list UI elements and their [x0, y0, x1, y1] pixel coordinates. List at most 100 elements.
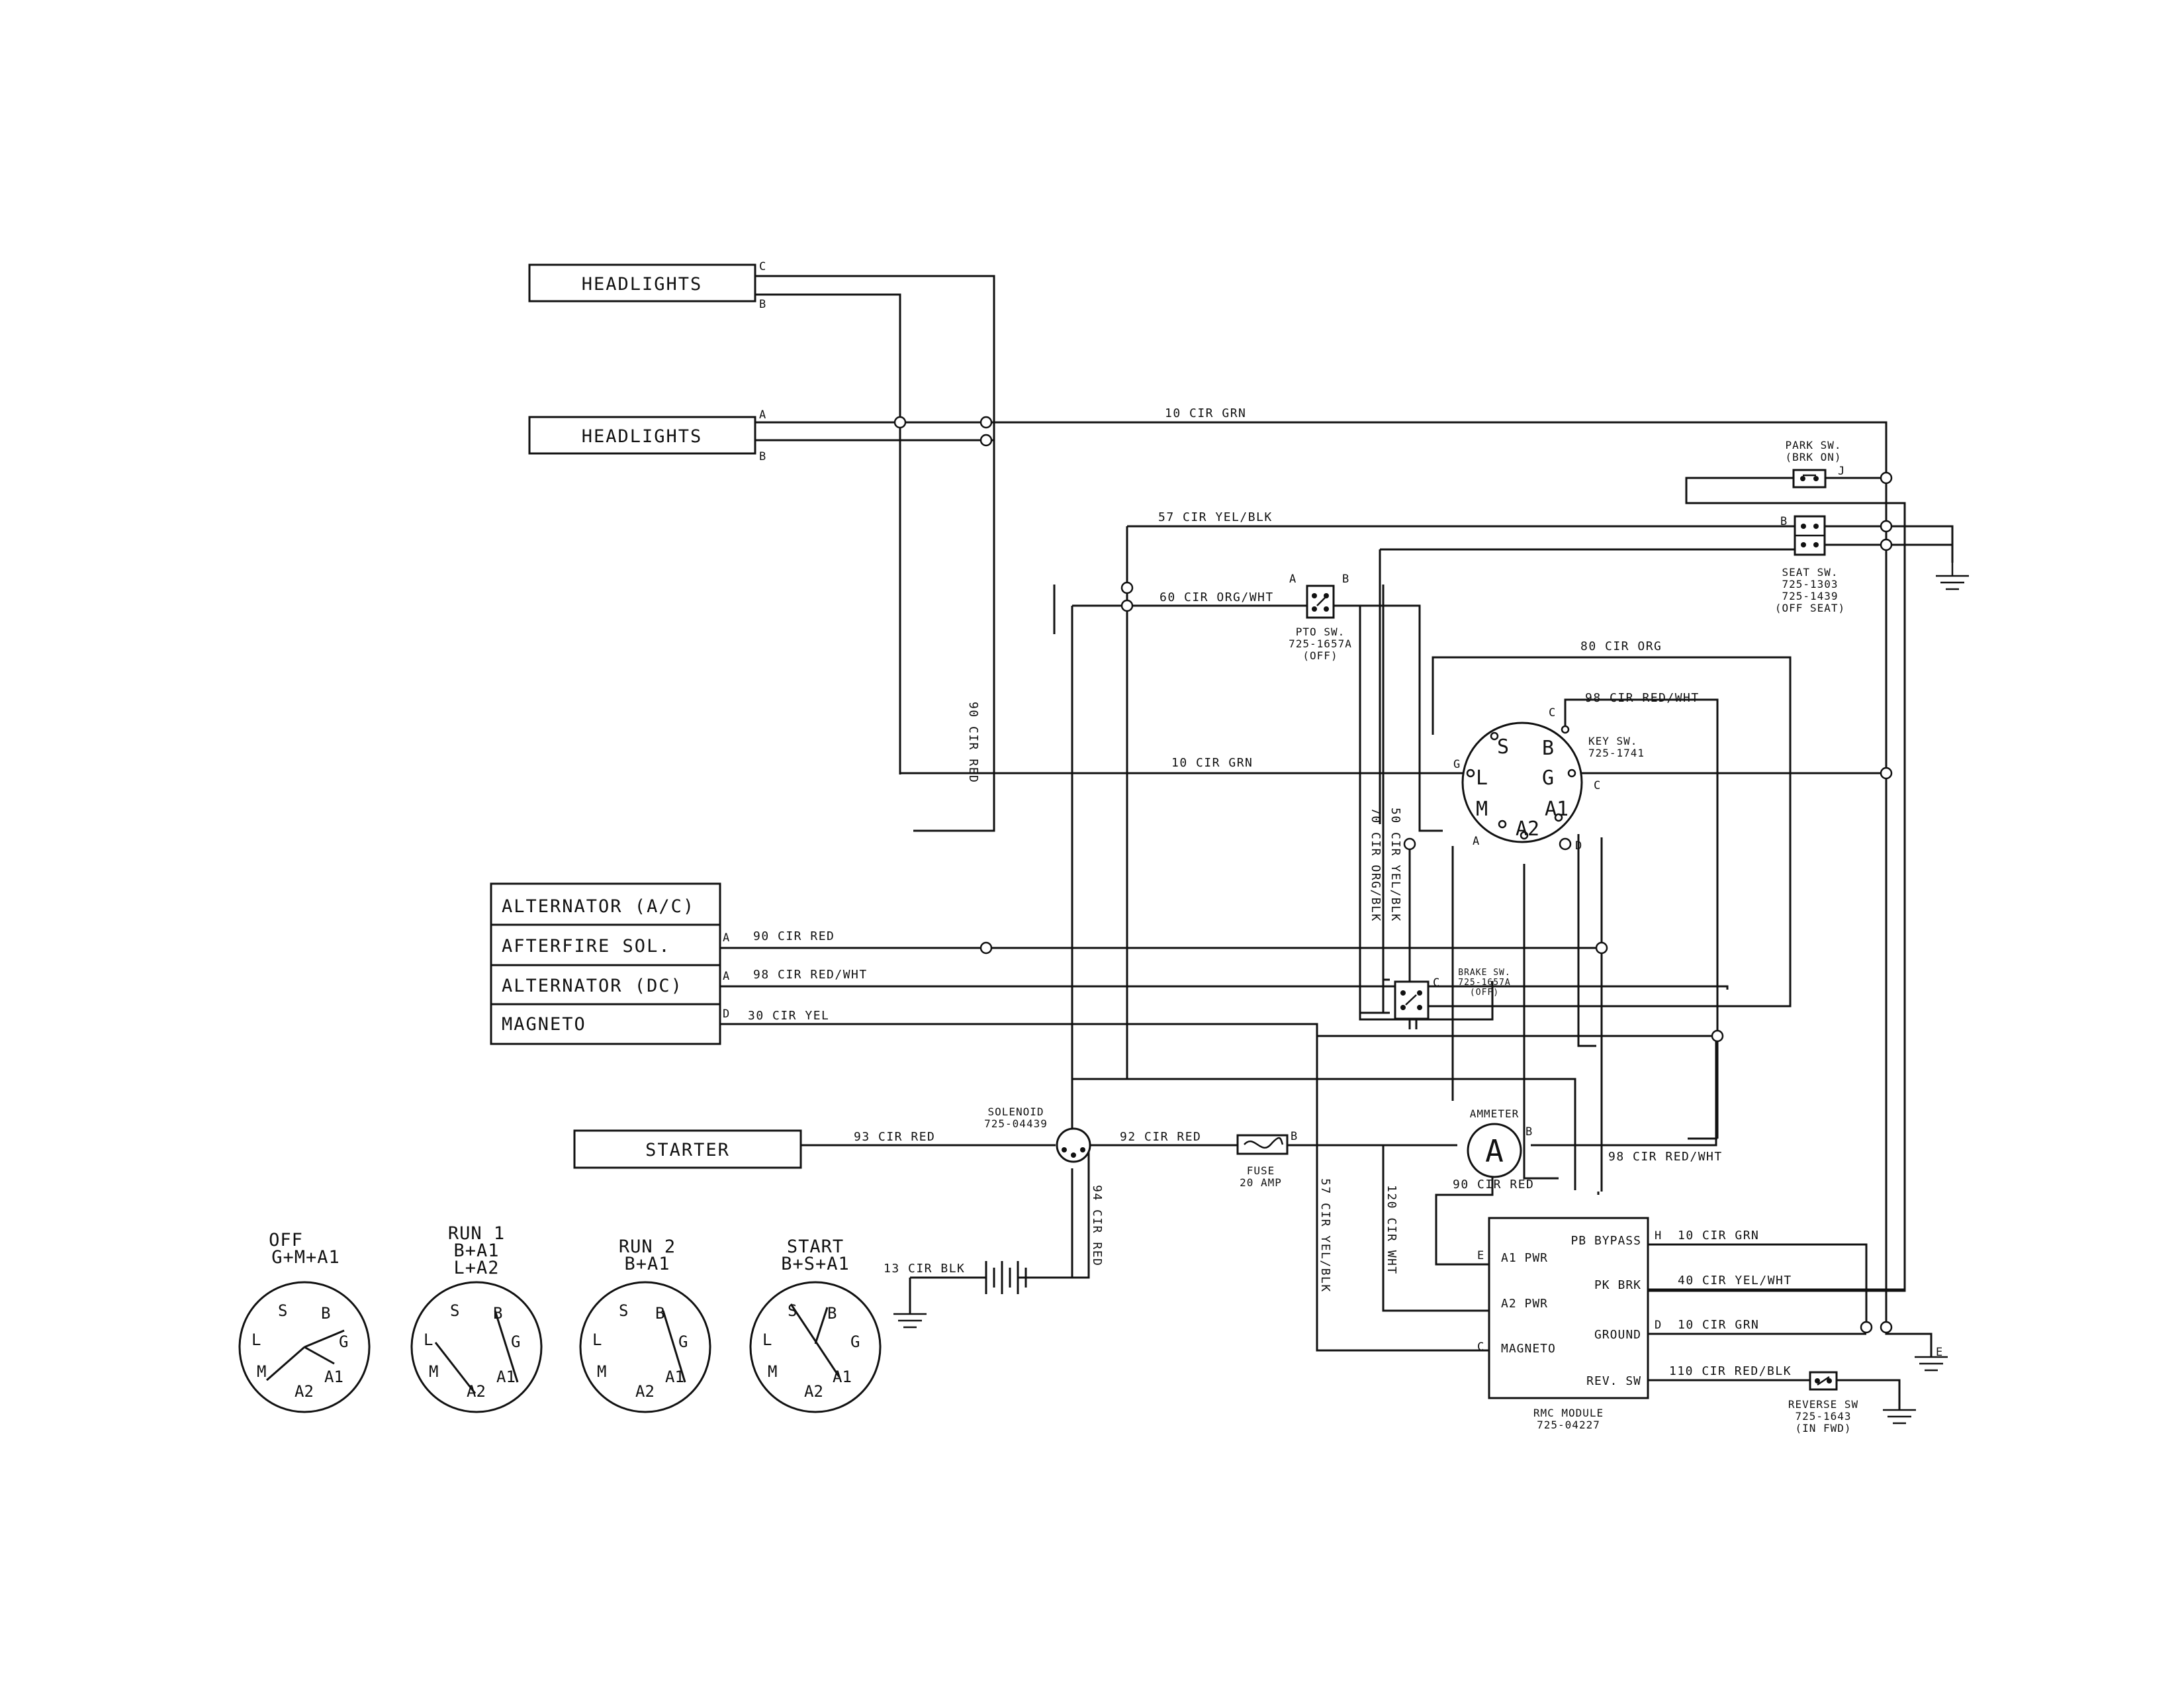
- reverse-sw-label: REVERSE SW: [1788, 1398, 1858, 1411]
- pin-rmc-c: C: [1477, 1340, 1484, 1354]
- key-term-l: L: [1476, 767, 1488, 790]
- pin-amm-b: B: [1525, 1125, 1532, 1139]
- wire-30: 30 CIR YEL: [748, 1009, 829, 1023]
- fuse-rating: 20 AMP: [1240, 1176, 1282, 1189]
- wire-40: 40 CIR YEL/WHT: [1678, 1274, 1792, 1288]
- headlights-bottom-label: HEADLIGHTS: [582, 426, 703, 447]
- pos-run2-g: G: [678, 1333, 688, 1351]
- pin-rmc-e: E: [1477, 1249, 1484, 1262]
- key-term-s: S: [1497, 735, 1509, 759]
- key-sw-label: KEY SW.: [1588, 735, 1637, 747]
- ground-seat: [1936, 563, 1969, 590]
- pos-start-l: L: [762, 1331, 772, 1349]
- key-position-off: OFF G+M+A1 S B L G M A1 A2: [238, 1230, 371, 1413]
- solenoid-label: SOLENOID: [987, 1105, 1044, 1118]
- pos-off-a2: A2: [295, 1382, 314, 1401]
- pos-run2-title: RUN 2: [619, 1237, 676, 1257]
- park-sw-sub: (BRK ON): [1785, 451, 1841, 463]
- pos-off-m: M: [257, 1362, 266, 1381]
- pos-start-a2: A2: [804, 1382, 823, 1401]
- pos-start-combo: B+S+A1: [781, 1254, 850, 1274]
- wire-labels: 10 CIR GRN 57 CIR YEL/BLK 60 CIR ORG/WHT…: [748, 406, 1792, 1378]
- key-term-m: M: [1476, 798, 1488, 821]
- headlights-bottom-box: HEADLIGHTS: [528, 416, 756, 455]
- key-position-run2: RUN 2 B+A1 S B L G M A1 A2: [579, 1237, 711, 1413]
- reverse-sw-part: 725-1643: [1795, 1410, 1851, 1423]
- pos-start-a1: A1: [833, 1368, 852, 1386]
- brake-sw-label: BRAKE SW.: [1458, 968, 1510, 978]
- pin-mag-d: D: [723, 1008, 729, 1021]
- rmc-pk-brk: PK BRK: [1594, 1278, 1641, 1292]
- pin-hl1-c: C: [759, 260, 766, 273]
- key-sw-part: 725-1741: [1588, 747, 1645, 759]
- wire-92: 92 CIR RED: [1120, 1130, 1201, 1144]
- pos-start-g: G: [850, 1333, 860, 1351]
- brake-sw-part: 725-1657A: [1458, 978, 1510, 988]
- pos-run1-g: G: [511, 1333, 520, 1351]
- pin-labels: C B A B A A D J B A B C B B C G C A D H …: [723, 260, 1942, 1359]
- pin-aft-a: A: [723, 931, 729, 945]
- afterfire-sol-label: AFTERFIRE SOL.: [502, 936, 671, 957]
- rmc-part: 725-04227: [1537, 1419, 1600, 1431]
- reverse-switch: REVERSE SW 725-1643 (IN FWD): [1788, 1371, 1858, 1434]
- seat-sw-state: (OFF SEAT): [1775, 602, 1845, 614]
- pin-fuse-b: B: [1291, 1130, 1297, 1143]
- key-term-a2: A2: [1516, 818, 1539, 841]
- wire-60: 60 CIR ORG/WHT: [1160, 590, 1274, 604]
- pos-run1-b: B: [493, 1304, 502, 1323]
- pos-run2-a1: A1: [665, 1368, 684, 1386]
- pos-start-title: START: [787, 1237, 844, 1257]
- wire-98-top: 98 CIR RED/WHT: [1585, 691, 1700, 705]
- pin-brake-c: C: [1433, 976, 1439, 990]
- wire-93: 93 CIR RED: [854, 1130, 935, 1144]
- pos-run1-l: L: [424, 1331, 433, 1349]
- pto-sw-label: PTO SW.: [1296, 626, 1345, 638]
- pos-start-m: M: [768, 1362, 777, 1381]
- pin-hl1-b: B: [759, 298, 766, 311]
- starter-box: STARTER: [573, 1129, 802, 1169]
- pos-off-l: L: [251, 1331, 261, 1349]
- wire-10-top: 10 CIR GRN: [1165, 406, 1246, 420]
- pto-switch: PTO SW. 725-1657A (OFF): [1289, 585, 1352, 662]
- rmc-magneto: MAGNETO: [1501, 1342, 1556, 1356]
- pin-key-c2: C: [1594, 779, 1600, 792]
- pin-key-c1: C: [1549, 706, 1555, 720]
- brake-sw-state: (OFF): [1470, 988, 1499, 998]
- pos-off-title: OFF: [269, 1230, 303, 1250]
- pos-run2-combo: B+A1: [624, 1254, 670, 1274]
- pos-run1-title: RUN 1: [448, 1223, 505, 1244]
- pos-off-combo: G+M+A1: [271, 1247, 340, 1268]
- pos-run2-m: M: [597, 1362, 606, 1381]
- key-term-a1: A1: [1545, 798, 1569, 821]
- pin-pto-b: B: [1342, 573, 1349, 586]
- ground-symbols: [893, 563, 1969, 1425]
- pos-off-a1: A1: [324, 1368, 343, 1386]
- connector-block: ALTERNATOR (A/C) AFTERFIRE SOL. ALTERNAT…: [490, 882, 721, 1045]
- fuse: FUSE 20 AMP: [1236, 1134, 1289, 1189]
- pto-sw-part: 725-1657A: [1289, 637, 1352, 650]
- seat-sw-part-2: 725-1439: [1782, 590, 1838, 602]
- key-switch: S B G L M A2 A1 KEY SW. 725-1741: [1461, 722, 1645, 843]
- rmc-pb-bypass: PB BYPASS: [1570, 1234, 1641, 1248]
- rmc-ground: GROUND: [1594, 1328, 1641, 1342]
- fuse-label: FUSE: [1247, 1164, 1275, 1177]
- reverse-sw-state: (IN FWD): [1795, 1422, 1851, 1434]
- junction-nodes: [893, 416, 1893, 1334]
- pos-run2-l: L: [592, 1331, 602, 1349]
- pin-key-d: D: [1575, 839, 1582, 853]
- pos-run1-a2: A2: [467, 1382, 486, 1401]
- key-term-g: G: [1542, 767, 1554, 790]
- rmc-label: RMC MODULE: [1533, 1407, 1604, 1419]
- ground-reverse: [1883, 1409, 1916, 1425]
- ammeter: A AMMETER: [1467, 1107, 1522, 1178]
- key-term-b: B: [1542, 737, 1554, 760]
- ground-rmc: [1915, 1356, 1948, 1372]
- key-position-run1: RUN 1 B+A1 L+A2 S B L G M A1 A2: [410, 1223, 543, 1413]
- pin-seat-b: B: [1780, 515, 1787, 528]
- pos-run2-s: S: [619, 1301, 628, 1320]
- battery: [973, 1261, 1027, 1294]
- starter-label: STARTER: [645, 1140, 730, 1160]
- solenoid-part: 725-04439: [984, 1117, 1048, 1130]
- wire-70: 70 CIR ORG/BLK: [1369, 808, 1383, 922]
